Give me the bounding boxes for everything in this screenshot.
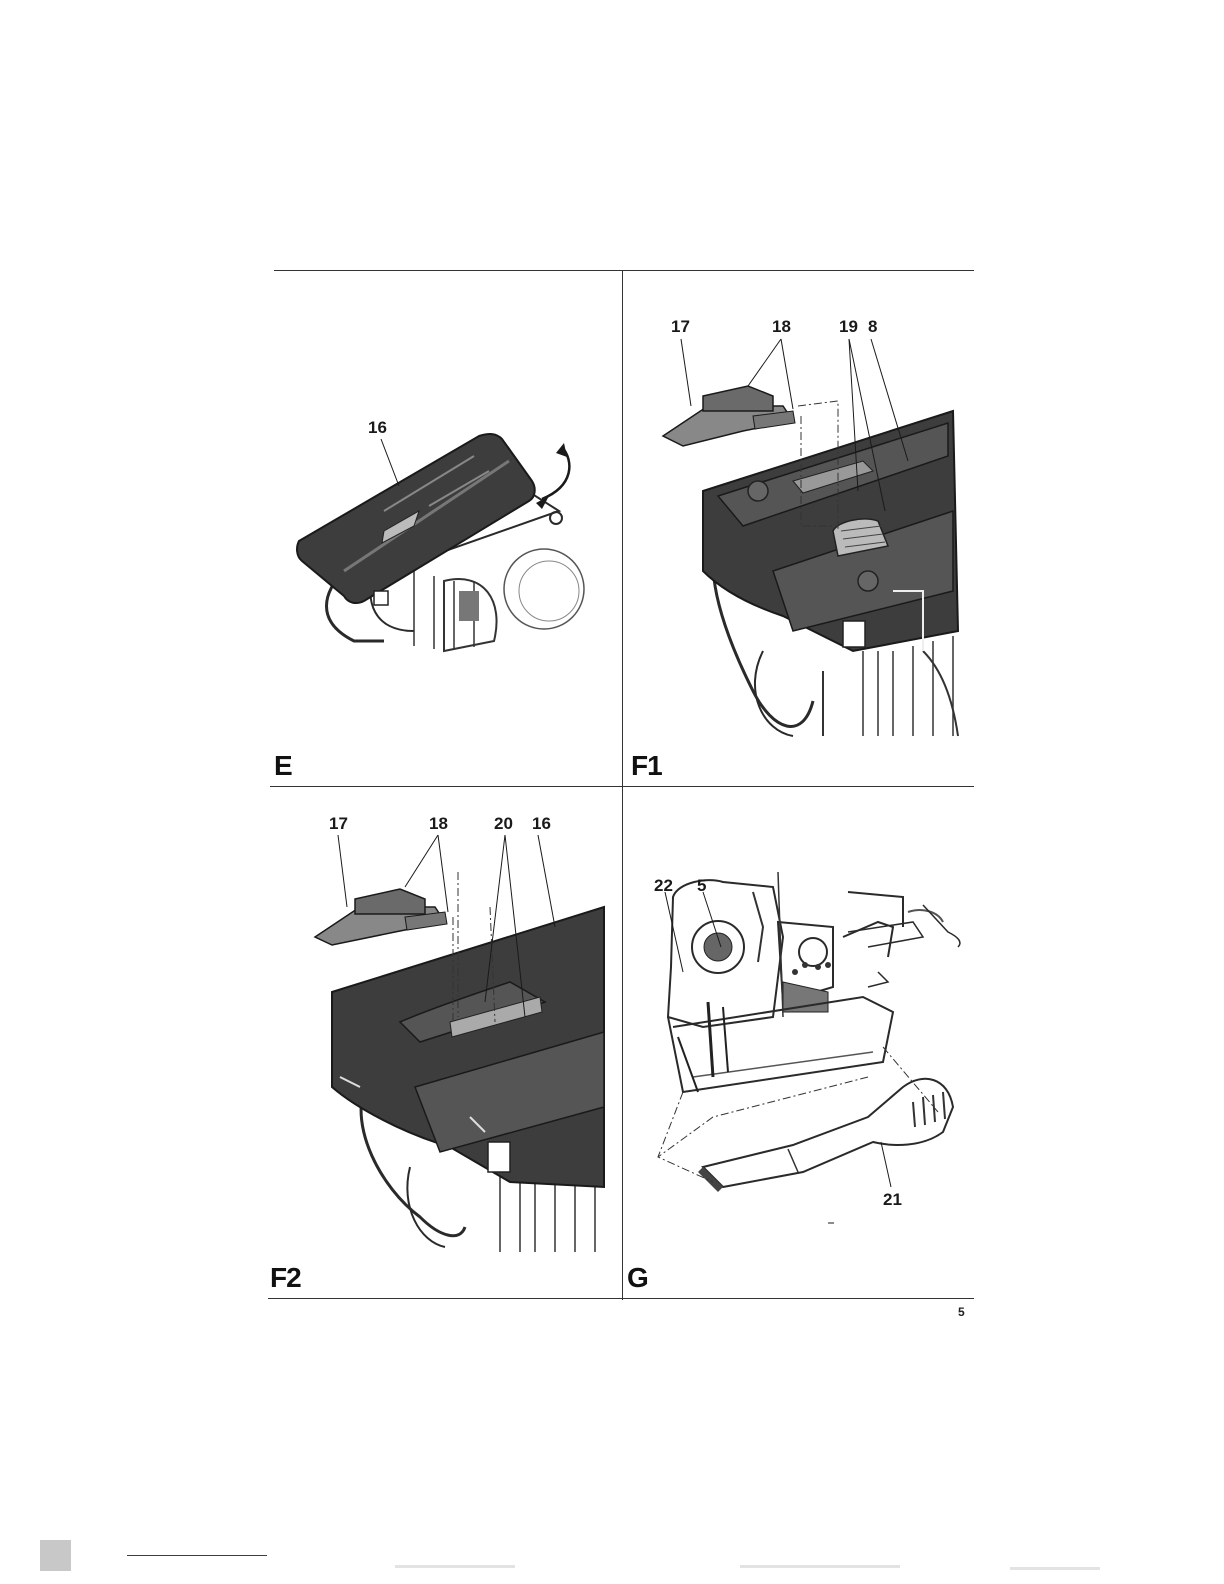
callout-16: 16 [532, 814, 551, 834]
scan-noise [395, 1565, 515, 1568]
figure-f2: 17 18 20 16 F2 [270, 787, 622, 1298]
scan-noise [1010, 1567, 1100, 1570]
callout-21: 21 [883, 1190, 902, 1210]
figure-e: 16 E [274, 271, 622, 786]
figure-e-drawing [274, 271, 622, 786]
callout-17: 17 [671, 317, 690, 337]
figure-f1: 17 18 19 8 F1 [623, 271, 974, 786]
corner-marker [40, 1540, 71, 1571]
callout-19: 19 [839, 317, 858, 337]
callout-8: 8 [868, 317, 877, 337]
figure-g-drawing [623, 787, 974, 1298]
callout-18: 18 [429, 814, 448, 834]
figure-f1-drawing [623, 271, 974, 786]
figure-label-f2: F2 [270, 1262, 301, 1294]
callout-5: 5 [697, 876, 706, 896]
callout-16: 16 [368, 418, 387, 438]
page-number: 5 [958, 1305, 965, 1319]
callout-22: 22 [654, 876, 673, 896]
figure-label-g: G [627, 1262, 648, 1294]
bottom-rule [268, 1298, 974, 1299]
scan-noise [740, 1565, 900, 1568]
bottom-underline [127, 1555, 267, 1556]
figure-g: 22 5 21 G [623, 787, 974, 1298]
callout-18: 18 [772, 317, 791, 337]
callout-17: 17 [329, 814, 348, 834]
figure-label-e: E [274, 750, 292, 782]
figure-f2-drawing [270, 787, 622, 1298]
callout-20: 20 [494, 814, 513, 834]
figure-label-f1: F1 [631, 750, 662, 782]
